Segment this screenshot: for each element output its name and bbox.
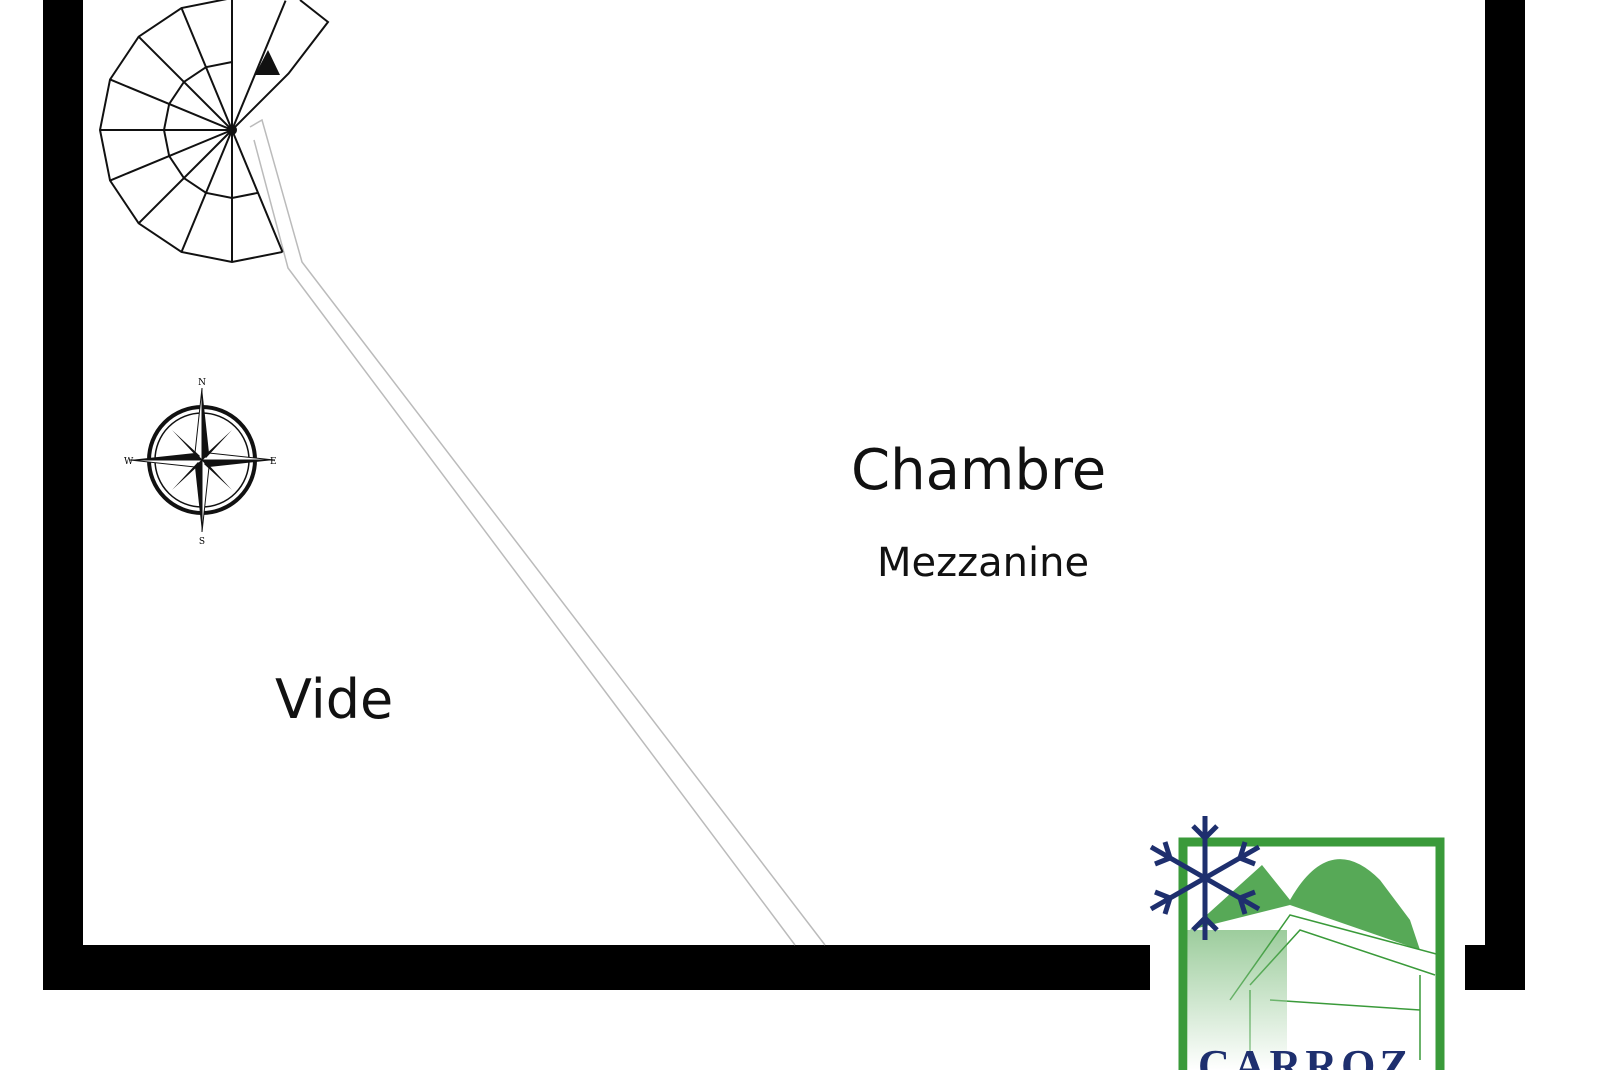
compass-s: S bbox=[199, 537, 205, 547]
logo: CARROZ bbox=[1149, 816, 1445, 1070]
wall-right bbox=[1485, 0, 1525, 990]
wall-bottom bbox=[43, 945, 1150, 990]
compass-n: N bbox=[198, 378, 206, 388]
compass-w: W bbox=[124, 457, 134, 467]
svg-text:CARROZ: CARROZ bbox=[1198, 1041, 1413, 1070]
wall-left bbox=[43, 0, 83, 990]
wall-bottom-right bbox=[1465, 945, 1525, 990]
spiral-staircase-icon bbox=[98, 0, 330, 264]
room-sublabel-mezzanine: Mezzanine bbox=[877, 540, 1090, 586]
snowflake-icon bbox=[1149, 816, 1261, 940]
walls bbox=[43, 0, 1525, 990]
room-label-chambre: Chambre bbox=[851, 438, 1107, 503]
compass-e: E bbox=[270, 457, 277, 467]
room-label-vide: Vide bbox=[275, 668, 394, 731]
compass-rose-icon: N S E W bbox=[124, 378, 277, 547]
mezzanine-railing bbox=[249, 118, 826, 946]
